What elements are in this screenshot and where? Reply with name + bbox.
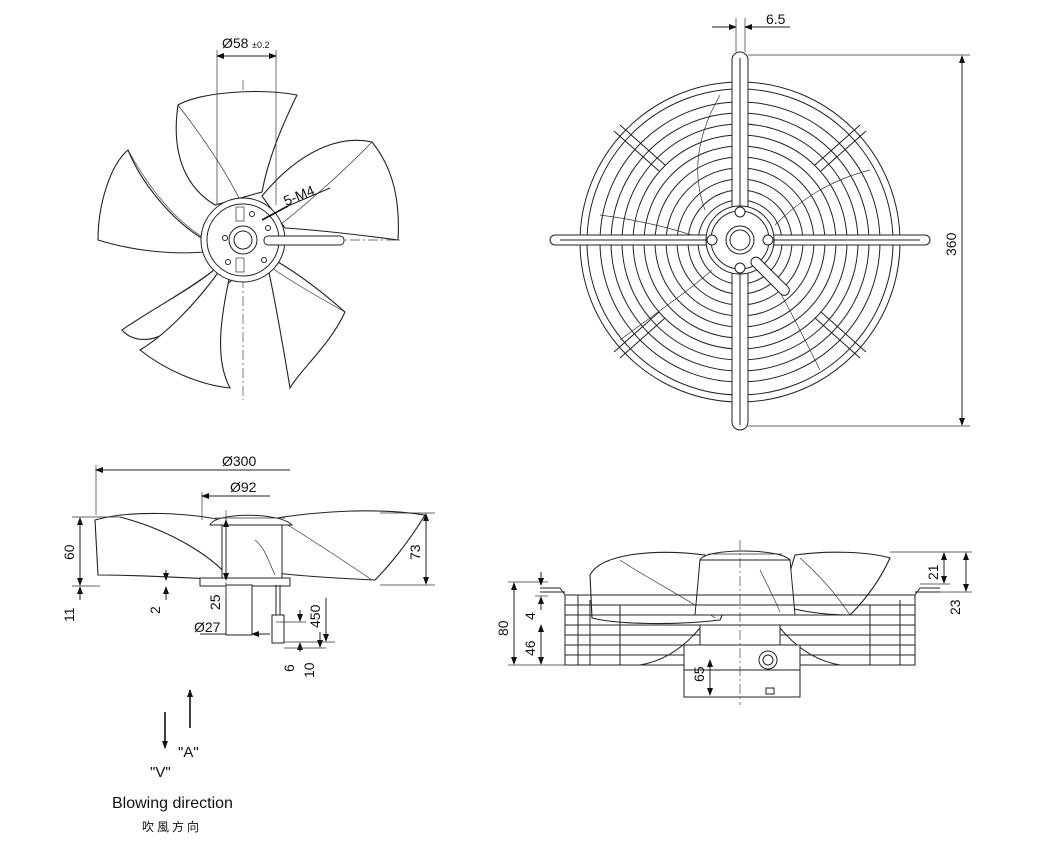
dim-46: 46	[522, 640, 538, 656]
label-v: "V"	[150, 764, 171, 781]
dim-11: 11	[61, 607, 77, 622]
dim-d27: Ø27	[194, 619, 221, 635]
dim-73: 73	[407, 544, 423, 560]
fan-blades	[97, 91, 399, 390]
dim-23: 23	[947, 599, 963, 615]
dim-diameter-58: Ø58	[222, 35, 249, 51]
dim-tolerance: ±0.2	[252, 40, 269, 50]
legend-title-en: Blowing direction	[112, 795, 233, 812]
dim-10: 10	[301, 662, 317, 678]
front-view: Ø58 ±0.2 5-M4	[97, 35, 400, 400]
label-a: "A"	[178, 744, 199, 761]
legend-title-cn: 吹風方向	[142, 819, 202, 834]
dim-d300: Ø300	[222, 453, 256, 469]
dim-25: 25	[207, 594, 223, 610]
dim-6: 6	[281, 664, 297, 672]
guard-side-view: 80 4 46 65 21 23	[495, 540, 972, 705]
guard-view: 6.5 360	[549, 11, 970, 431]
dim-d92: Ø92	[230, 479, 257, 495]
dim-80: 80	[495, 620, 511, 636]
side-view: Ø300 Ø92 60 11 2 25 Ø27 73 450	[61, 453, 435, 678]
dim-360: 360	[943, 232, 959, 256]
dim-21: 21	[925, 564, 941, 580]
dim-60: 60	[61, 544, 77, 560]
dim-4: 4	[522, 612, 538, 620]
dim-450: 450	[307, 604, 323, 628]
dim-6-5: 6.5	[766, 11, 786, 27]
dim-65: 65	[691, 666, 707, 682]
dim-2: 2	[147, 606, 163, 614]
blowing-direction-legend: "A" "V" Blowing direction 吹風方向	[112, 689, 233, 834]
